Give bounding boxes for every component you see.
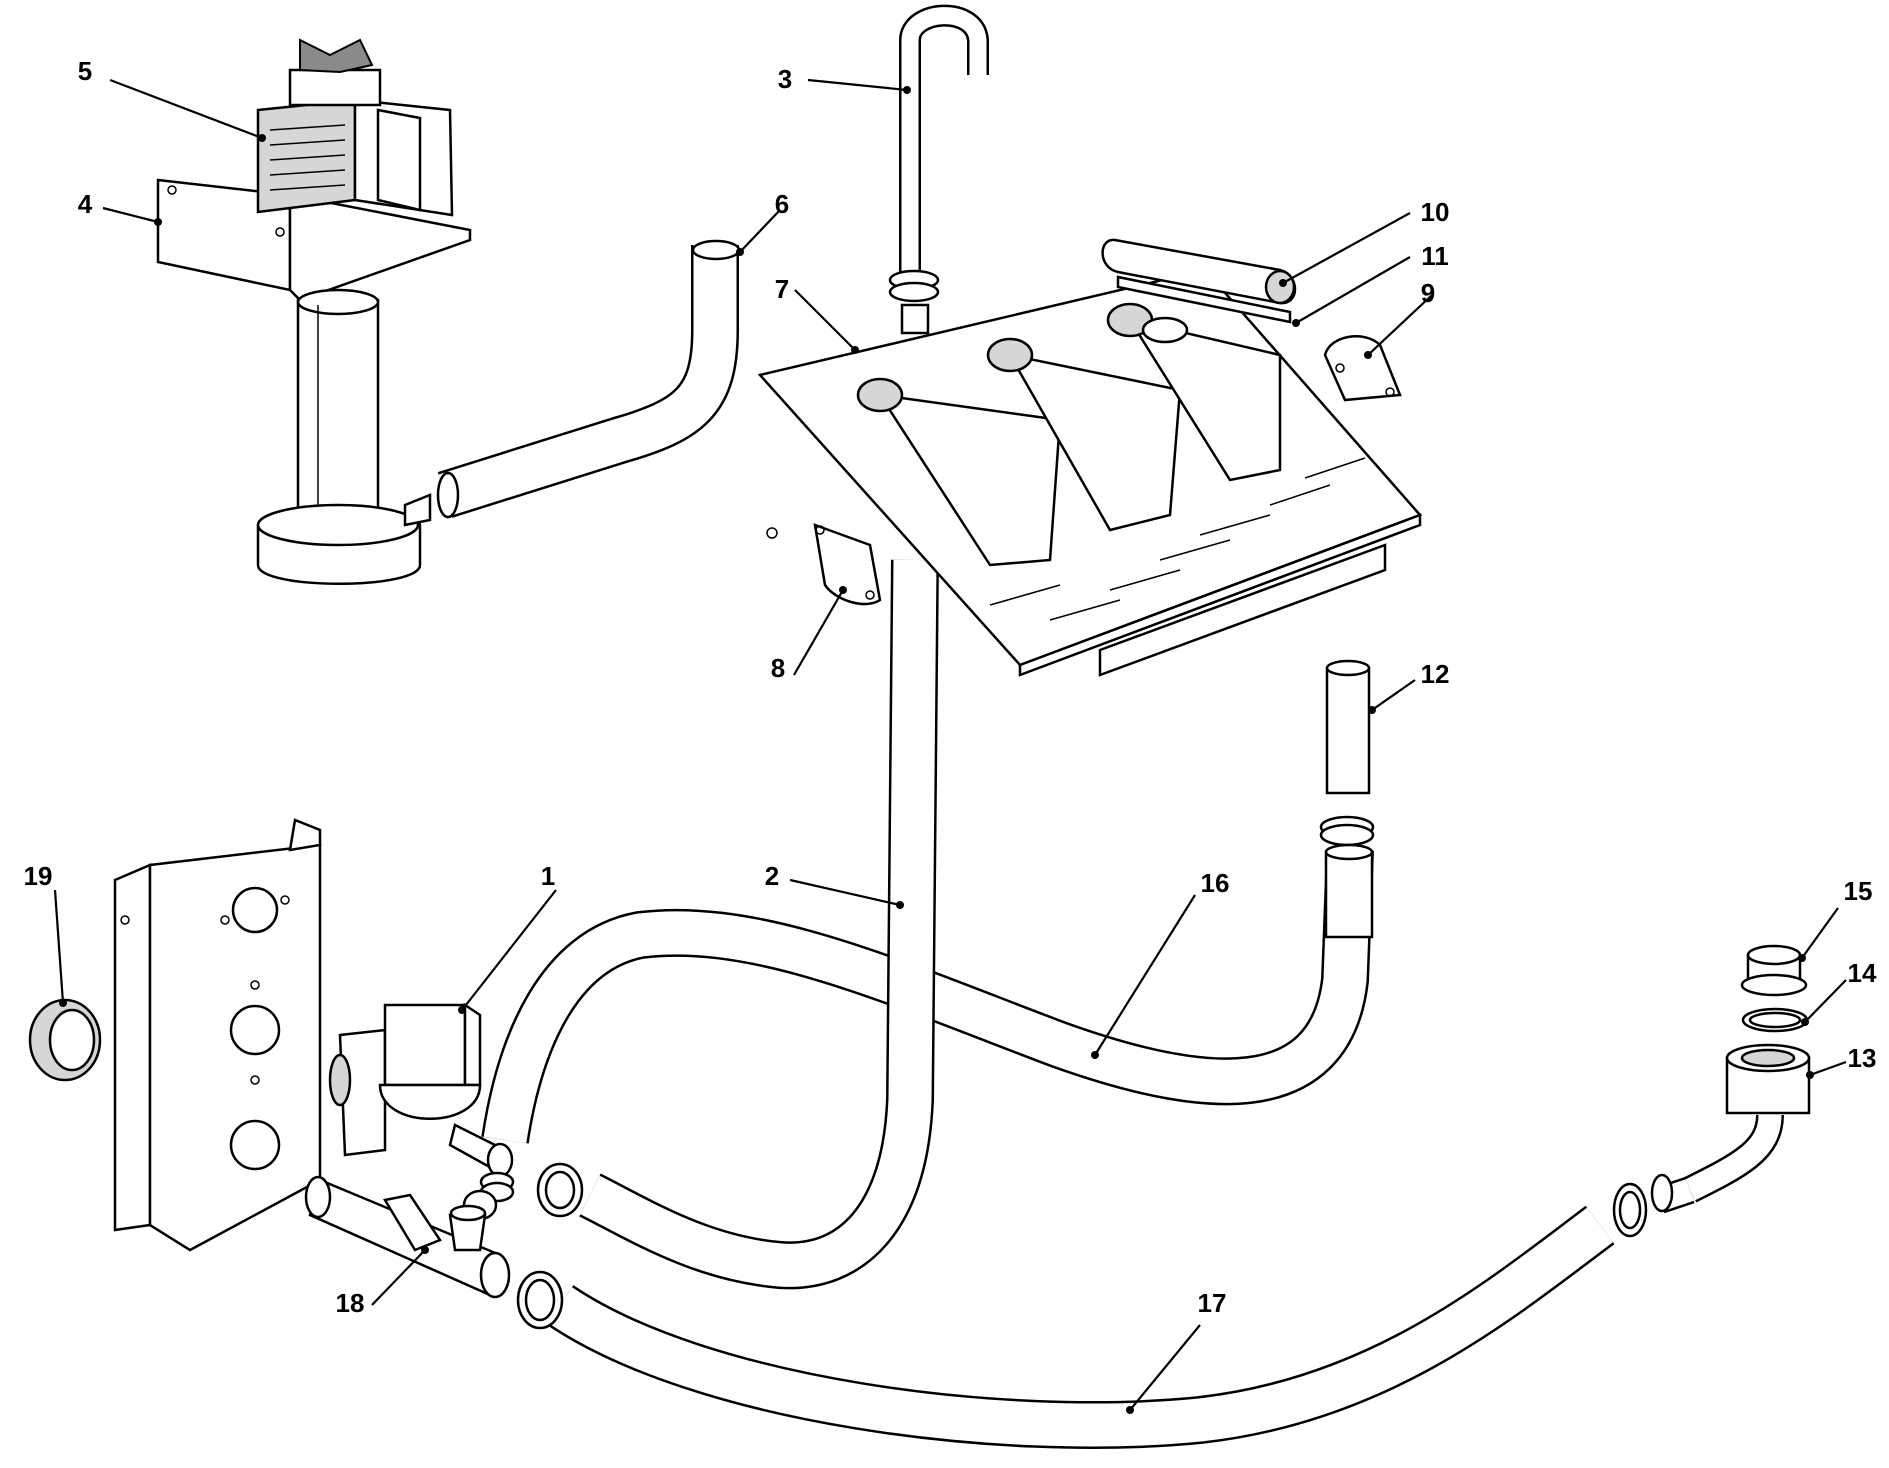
callout-15: 15 [1844, 876, 1873, 906]
callout-5: 5 [78, 56, 92, 86]
elbow-13 [1650, 1043, 1811, 1214]
gasket-11 [1116, 275, 1292, 324]
hose-16 [481, 849, 1374, 1144]
callout-12: 12 [1421, 659, 1450, 689]
fitting-15 [1740, 944, 1808, 997]
callout-16: 16 [1201, 868, 1230, 898]
callout-6: 6 [775, 189, 789, 219]
callout-10: 10 [1421, 197, 1450, 227]
nut-19 [28, 998, 102, 1082]
callout-11: 11 [1421, 241, 1449, 271]
bracket-8 [766, 523, 882, 606]
callout-7: 7 [775, 274, 789, 304]
hose-clamp-mid [536, 1162, 584, 1218]
hose-17 [546, 1205, 1615, 1449]
callout-19: 19 [24, 861, 53, 891]
callout-17: 17 [1198, 1288, 1227, 1318]
leader-lines [53, 78, 1847, 1414]
hose-2 [579, 559, 939, 1290]
hose-clamp-right [1612, 1182, 1648, 1238]
distributor-10 [1101, 238, 1297, 305]
tray-7 [757, 268, 1423, 677]
mounting-panel [113, 818, 322, 1252]
solenoid-valve-1 [328, 1002, 515, 1203]
callout-14: 14 [1848, 958, 1877, 988]
bracket-9 [1323, 335, 1402, 402]
callout-4: 4 [78, 189, 93, 219]
hose-6 [436, 239, 741, 519]
callout-8: 8 [771, 653, 785, 683]
callout-3: 3 [778, 64, 792, 94]
callout-labels: 1 2 3 4 5 6 7 8 9 10 11 12 13 14 15 16 1… [24, 56, 1877, 1318]
fitting-12 [1319, 659, 1375, 939]
t-fitting-18 [304, 1175, 511, 1299]
callout-13: 13 [1848, 1043, 1877, 1073]
callout-18: 18 [336, 1288, 365, 1318]
callout-9: 9 [1421, 278, 1435, 308]
hose-clamp-left [516, 1270, 564, 1330]
callout-1: 1 [541, 861, 555, 891]
pipe-3 [888, 4, 989, 335]
callout-2: 2 [765, 861, 779, 891]
pump-assembly [156, 38, 472, 585]
o-ring-14 [1741, 1007, 1809, 1033]
